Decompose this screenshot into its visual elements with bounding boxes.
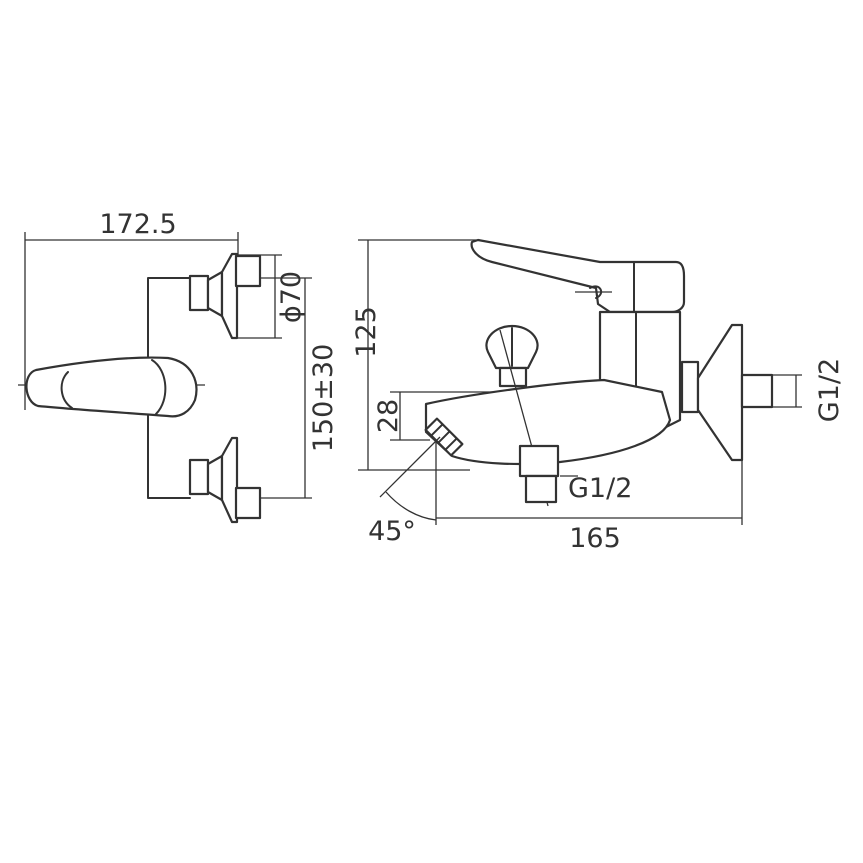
depth-dimension: 165 (436, 460, 743, 554)
front-view: 172.5 ϕ70 (18, 209, 339, 524)
height-label: 125 (351, 306, 382, 358)
front-body (147, 277, 191, 499)
width-dimension: 172.5 (24, 209, 239, 410)
center-distance-dimension: 150±30 (260, 277, 339, 499)
outlet-thread-dimension: G1/2 (560, 473, 632, 504)
inlet-thread-label: G1/2 (814, 358, 845, 422)
side-spout (424, 378, 672, 466)
side-lever (470, 238, 686, 314)
outlet-thread-label: G1/2 (568, 473, 632, 504)
height-dimension: 125 (351, 239, 480, 471)
spout-angle-label: 45° (368, 516, 416, 547)
side-wall-flange (680, 323, 774, 462)
shower-outlet (518, 444, 560, 504)
inlet-thread-dimension: G1/2 (772, 358, 845, 422)
upper-flange (188, 252, 262, 340)
flange-diameter-label: ϕ70 (276, 271, 307, 323)
flange-diameter-dimension: ϕ70 (238, 254, 307, 339)
diverter-knob (485, 324, 539, 388)
center-distance-label: 150±30 (308, 344, 339, 453)
aerator (424, 417, 464, 457)
spout-height-label: 28 (373, 399, 404, 433)
angle-dimension: 45° (368, 436, 441, 547)
width-label: 172.5 (99, 209, 176, 240)
depth-label: 165 (569, 523, 621, 554)
lower-flange (188, 436, 262, 524)
front-lever-handle (25, 356, 198, 418)
side-view: 125 28 (351, 238, 845, 554)
